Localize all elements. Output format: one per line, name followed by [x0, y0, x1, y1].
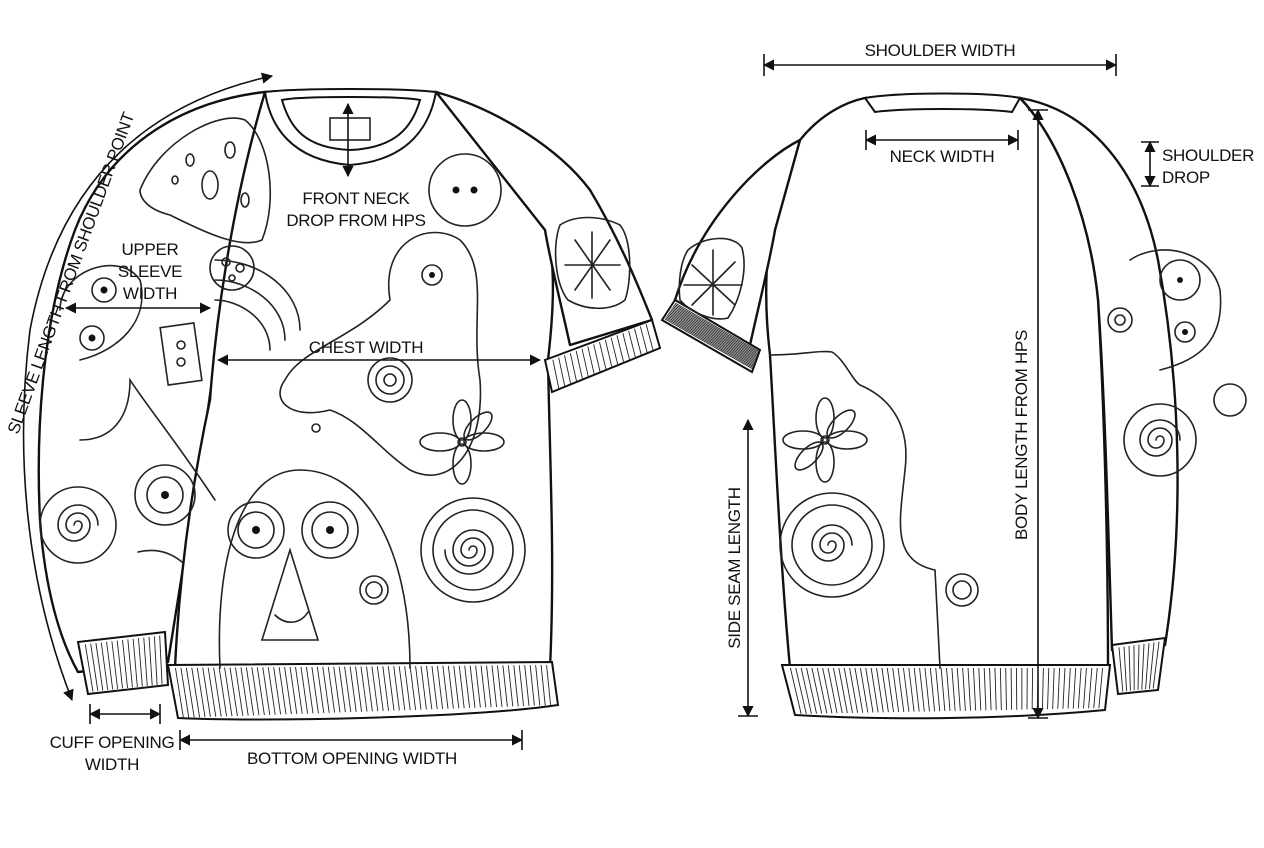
label-bottom-opening: BOTTOM OPENING WIDTH — [247, 749, 457, 768]
back-neck-rib — [863, 92, 1022, 114]
front-cuff-rib-lines — [84, 635, 163, 692]
sleeve-length-arrow — [22, 72, 274, 702]
label-neck-width: NECK WIDTH — [890, 147, 995, 166]
back-motifs — [769, 249, 1247, 669]
label-cuff-opening-2: WIDTH — [85, 755, 139, 774]
label-front-neck-drop-1: FRONT NECK — [302, 189, 410, 208]
label-upper-sleeve-1: UPPER — [121, 240, 178, 259]
front-bottom-rib-lines — [175, 664, 552, 718]
label-upper-sleeve-2: SLEEVE — [118, 262, 182, 281]
label-shoulder-drop-2: DROP — [1162, 168, 1210, 187]
front-sleeve-rib-lines — [552, 324, 654, 389]
label-front-neck-drop-2: DROP FROM HPS — [286, 211, 425, 230]
label-shoulder-drop-1: SHOULDER — [1162, 146, 1254, 165]
label-cuff-opening-1: CUFF OPENING — [50, 733, 175, 752]
back-cuff-rib-lines — [1118, 641, 1160, 692]
back-bottom-rib — [780, 664, 1112, 720]
front-view-sweater — [37, 88, 662, 721]
front-right-sleeve — [434, 90, 654, 347]
label-shoulder-width: SHOULDER WIDTH — [865, 41, 1016, 60]
label-body-length: BODY LENGTH FROM HPS — [1012, 330, 1031, 540]
dimension-lines — [22, 54, 1159, 750]
front-bottom-rib — [166, 660, 560, 721]
back-bottom-rib-lines — [789, 667, 1104, 715]
back-view-sweater — [660, 92, 1179, 720]
label-side-seam: SIDE SEAM LENGTH — [725, 487, 744, 648]
back-sleeve-rib-lines — [664, 302, 759, 370]
label-upper-sleeve-3: WIDTH — [123, 284, 177, 303]
label-chest-width: CHEST WIDTH — [309, 338, 423, 357]
